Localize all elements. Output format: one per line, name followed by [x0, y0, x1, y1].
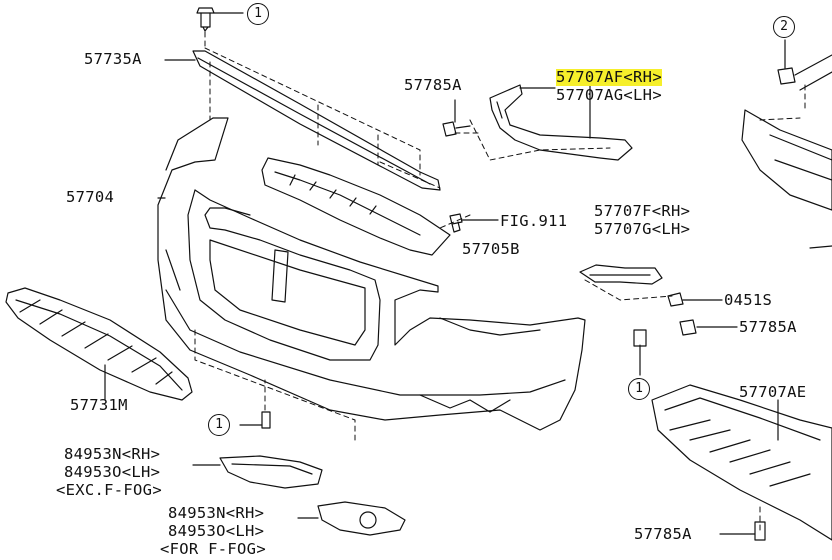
- callout-1-left: 1: [208, 414, 230, 436]
- label-57707af-highlighted: 57707AF<RH>: [556, 68, 662, 86]
- label-57704: 57704: [66, 188, 115, 206]
- label-57731m: 57731M: [70, 396, 128, 414]
- side-bracket-small: [579, 264, 663, 285]
- label-57707ag: 57707AG<LH>: [556, 86, 662, 104]
- label-57705b: 57705B: [462, 240, 520, 258]
- lower-reinforcement: [651, 384, 832, 541]
- clip-fig911: [449, 213, 499, 233]
- label-57785a-bottom: 57785A: [634, 525, 692, 543]
- label-84953n-exc: 84953N<RH>: [64, 445, 161, 463]
- screw-mid: [679, 319, 738, 336]
- label-57707g: 57707G<LH>: [594, 220, 691, 238]
- right-beam: [741, 109, 832, 249]
- label-57735a: 57735A: [84, 50, 142, 68]
- pin-left: [239, 411, 271, 429]
- label-84953o-exc: 84953O<LH>: [64, 463, 161, 481]
- upper-trim-strip: [164, 50, 441, 191]
- callout-1-top: 1: [247, 3, 269, 25]
- label-exc-ffog: <EXC.F-FOG>: [56, 481, 162, 499]
- center-bracket: [261, 157, 451, 256]
- lower-grille: [5, 287, 193, 401]
- screw-bottom: [719, 521, 766, 541]
- label-57785a-mid: 57785A: [739, 318, 797, 336]
- label-84953n-for: 84953N<RH>: [168, 504, 265, 522]
- callout-2-right: 2: [773, 16, 795, 38]
- screw-right: [777, 39, 832, 91]
- fog-trim-for: [297, 501, 406, 536]
- label-for-ffog: <FOR F-FOG>: [160, 540, 266, 558]
- side-bracket-upper: [489, 84, 633, 161]
- clip-0451s: [667, 292, 723, 307]
- clip-fastener-top: [196, 7, 244, 32]
- bumper-cover: [157, 117, 586, 431]
- screw-top: [442, 99, 471, 137]
- label-57785a-top: 57785A: [404, 76, 462, 94]
- fog-trim-exc: [192, 455, 323, 489]
- pin-center: [633, 329, 647, 376]
- callout-1-mid: 1: [628, 378, 650, 400]
- label-84953o-for: 84953O<LH>: [168, 522, 265, 540]
- label-fig911: FIG.911: [500, 212, 568, 230]
- label-0451s: 0451S: [724, 291, 773, 309]
- label-57707f: 57707F<RH>: [594, 202, 691, 220]
- label-57707ae: 57707AE: [739, 383, 807, 401]
